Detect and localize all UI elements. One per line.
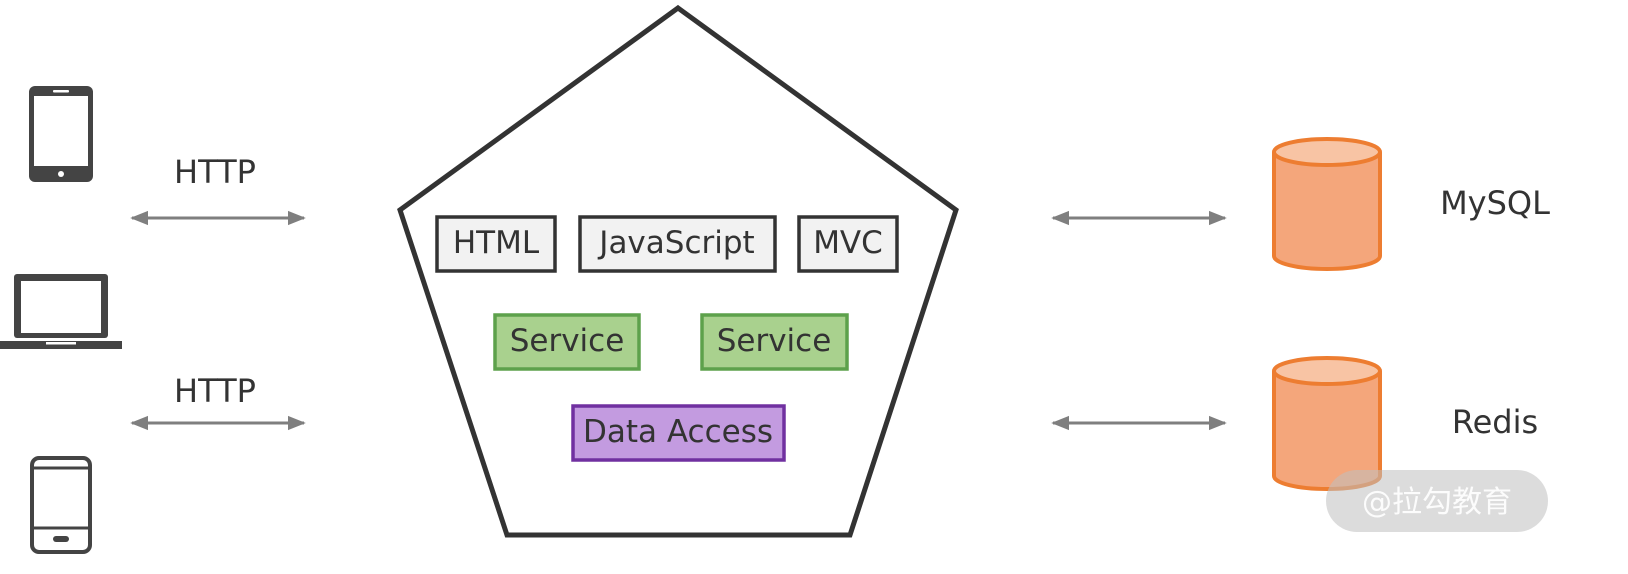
mysql-label: MySQL: [1440, 184, 1550, 222]
mvc-box: [797, 215, 899, 273]
http-label-bottom: HTTP: [174, 372, 256, 410]
redis-database-icon: [1272, 356, 1382, 491]
service-label-left: Service: [510, 323, 625, 359]
laptop-icon: [0, 274, 122, 349]
watermark-text: @拉勾教育: [1362, 485, 1512, 520]
watermark: @拉勾教育: [1326, 470, 1548, 532]
javascript-box: [578, 215, 777, 273]
html-box: [435, 215, 557, 273]
service-box-right: [700, 313, 849, 371]
redis-label: Redis: [1452, 403, 1538, 441]
data-access-label: Data Access: [583, 414, 773, 450]
mvc-label: MVC: [813, 225, 883, 261]
data-access-box: [571, 404, 786, 462]
html-label: HTML: [453, 225, 540, 261]
smartphone-icon: [30, 456, 92, 554]
service-box-left: [493, 313, 641, 371]
javascript-label: JavaScript: [597, 225, 754, 261]
mysql-database-icon: [1272, 137, 1382, 271]
service-label-right: Service: [717, 323, 832, 359]
http-label-top: HTTP: [174, 153, 256, 191]
data-access-layer: Data Access: [571, 404, 786, 462]
view-layer: HTML JavaScript MVC: [435, 215, 899, 273]
tablet-icon: [29, 86, 93, 182]
service-layer: Service Service: [493, 313, 849, 371]
